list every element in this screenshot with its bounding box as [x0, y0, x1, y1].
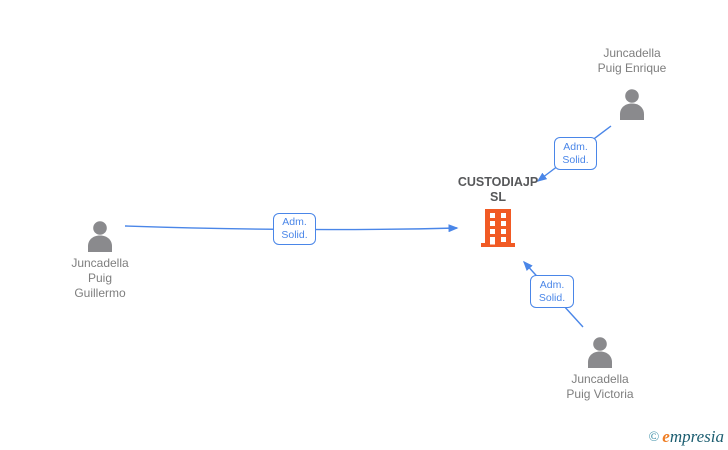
- person-name: Juncadella Puig Victoria: [566, 372, 633, 402]
- person-name-line: Guillermo: [74, 286, 126, 300]
- person-icon: [88, 221, 112, 252]
- empresia-logo: ©empresia: [649, 427, 724, 448]
- edge-label-line: Solid.: [562, 153, 589, 166]
- edge-label-victoria: Adm. Solid.: [530, 275, 574, 308]
- edge-label-enrique: Adm. Solid.: [554, 137, 597, 170]
- person-name-line: Juncadella: [71, 256, 129, 270]
- copyright-icon: ©: [648, 430, 660, 445]
- person-name-line: Puig: [87, 271, 113, 285]
- person-icon: [588, 337, 612, 368]
- person-name-line: Puig Victoria: [566, 387, 634, 401]
- person-name-line: Juncadella: [571, 372, 629, 386]
- company-node-custodiajp[interactable]: CUSTODIAJP SL: [448, 175, 548, 247]
- person-node-victoria[interactable]: Juncadella Puig Victoria: [538, 336, 662, 402]
- person-name-line: Puig Enrique: [597, 61, 667, 75]
- person-name: Juncadella Puig Enrique: [598, 46, 667, 76]
- edge-label-guillermo: Adm. Solid.: [273, 213, 316, 245]
- company-name-line: SL: [490, 190, 506, 204]
- logo-letter-e: e: [662, 427, 670, 446]
- person-node-enrique[interactable]: Juncadella Puig Enrique: [557, 46, 707, 120]
- edge-label-line: Solid.: [281, 229, 308, 241]
- edge-label-line: Adm.: [563, 140, 588, 153]
- person-name-line: Juncadella: [603, 46, 661, 60]
- person-name: Juncadella Puig Guillermo: [71, 256, 128, 301]
- person-icon: [620, 89, 644, 120]
- company-name: CUSTODIAJP SL: [458, 175, 538, 205]
- building-icon: [481, 209, 515, 247]
- edge-label-line: Adm.: [539, 278, 565, 291]
- edge-label-line: Adm.: [282, 216, 307, 228]
- logo-word: mpresia: [669, 427, 724, 446]
- company-name-line: CUSTODIAJP: [457, 175, 539, 189]
- edge-label-line: Solid.: [538, 291, 566, 304]
- person-node-guillermo[interactable]: Juncadella Puig Guillermo: [44, 220, 156, 301]
